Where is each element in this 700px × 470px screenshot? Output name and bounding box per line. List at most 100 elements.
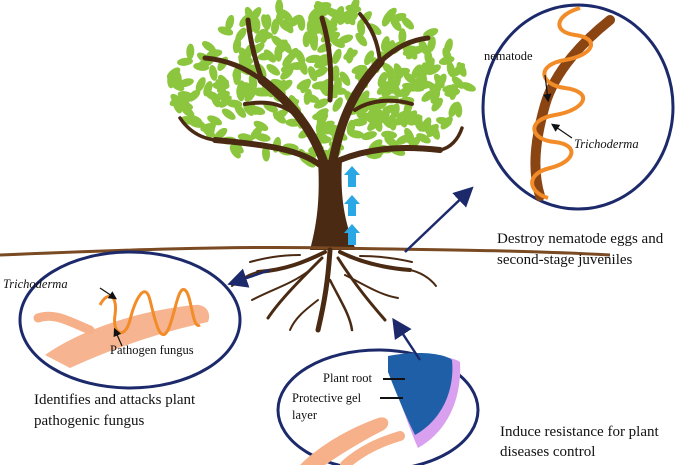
plant-root-label: Plant root (323, 371, 372, 385)
leaf (178, 78, 194, 88)
leaf (280, 67, 294, 80)
leaf (448, 84, 457, 100)
leaf (266, 64, 281, 76)
leaf (218, 95, 232, 108)
leaf (229, 144, 241, 159)
leaf (424, 49, 433, 66)
leaf (207, 115, 223, 126)
leaf (313, 98, 329, 109)
leaf (225, 14, 235, 31)
leaf (302, 31, 311, 48)
nematode-caption-line2: second-stage juveniles (497, 252, 633, 268)
leaf (332, 48, 342, 65)
leaf (298, 59, 308, 75)
leaf (358, 90, 370, 105)
leaf (307, 66, 318, 82)
leaf (382, 62, 396, 76)
leaf (390, 82, 401, 98)
plant-root-tip (388, 353, 453, 435)
leaf (444, 38, 453, 54)
leaf (244, 88, 257, 102)
leaf (306, 19, 316, 36)
leaf (280, 39, 292, 54)
tree-trunk (310, 160, 356, 250)
trichoderma-coil (98, 288, 201, 336)
root-caption-line2: diseases control (500, 444, 596, 460)
leaf (300, 78, 311, 94)
leaf (452, 63, 466, 77)
leaf (381, 130, 398, 139)
leaf (395, 134, 411, 145)
leaf (427, 36, 436, 53)
leaf (345, 10, 356, 26)
leaf (364, 50, 375, 66)
leaf (319, 120, 335, 131)
leaf (195, 77, 206, 92)
leaf (261, 14, 270, 30)
trichoderma-hypha-spiral (530, 6, 593, 200)
leaf (423, 28, 439, 38)
leaf (346, 119, 356, 136)
leaf (401, 16, 415, 30)
tree-branches (178, 12, 464, 180)
leaf (384, 136, 399, 148)
leaf (339, 71, 351, 86)
leaf (411, 64, 423, 79)
leaf (236, 80, 246, 97)
leaf (377, 71, 388, 88)
fungus-caption-line1: Identifies and attacks plant (34, 392, 196, 408)
root-inset (276, 348, 480, 470)
leaf (166, 67, 181, 80)
leaf (250, 7, 262, 22)
leaf (330, 37, 345, 49)
leaf (250, 126, 263, 140)
leaf (214, 127, 228, 140)
fungus-inset (18, 250, 242, 390)
leaf (221, 108, 236, 120)
leaf (357, 112, 374, 121)
gel-label-line1: Protective gel (292, 391, 362, 405)
leaf (202, 40, 216, 53)
leaf (308, 7, 320, 22)
pathogen-fungus-body (45, 304, 210, 368)
leaf (273, 108, 289, 120)
leaf (209, 65, 218, 81)
leaf (217, 26, 234, 36)
nematode-label: nematode (484, 49, 533, 63)
leaf (350, 0, 360, 14)
leaf (254, 87, 271, 97)
leaf (430, 124, 441, 140)
leaf (303, 88, 313, 105)
leaf (217, 74, 230, 89)
leaf (417, 70, 426, 87)
leaf (314, 54, 329, 66)
leaf (274, 45, 283, 62)
leaf (332, 97, 343, 112)
leaf (359, 11, 372, 25)
leaf (431, 97, 443, 112)
leaf (334, 6, 345, 21)
leaf (416, 133, 431, 144)
nematode-inset (481, 3, 675, 211)
leaf (271, 18, 280, 35)
leaf (263, 49, 276, 63)
leaf (460, 82, 476, 92)
leaf (186, 43, 195, 60)
leaf (200, 123, 216, 132)
tree-roots (231, 247, 437, 333)
leaf (249, 106, 266, 115)
trichoderma-label-nematode: Trichoderma (574, 137, 639, 151)
leaf (343, 49, 358, 60)
trichoderma-label-fungus: Trichoderma (3, 277, 68, 291)
root-caption-line1: Induce resistance for plant (500, 424, 659, 440)
leaf (361, 131, 377, 141)
leaf (357, 19, 366, 36)
leaf (263, 102, 279, 113)
leaf (177, 57, 193, 66)
leaf (421, 89, 435, 102)
leaf (428, 82, 440, 97)
leaf (390, 17, 402, 31)
leaf (261, 145, 271, 162)
